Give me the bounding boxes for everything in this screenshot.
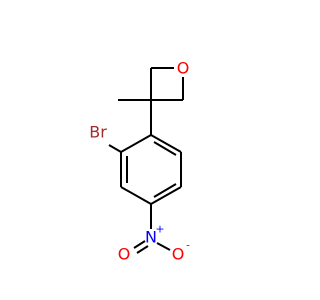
structure-diagram: O Br N + O O - (89, 59, 190, 264)
bond-ring-c1-c6 (150, 134, 182, 153)
bond-n-o-right (156, 242, 171, 251)
atom-bromine: Br (89, 123, 107, 142)
atom-nitro-oxygen-left: O (118, 245, 131, 264)
atom-nitro-nitrogen: N (145, 228, 157, 247)
bond-ring-inner-c5-c4 (153, 183, 177, 198)
bond-ring-c2-c1 (120, 134, 152, 153)
atom-oxetane-oxygen: O (177, 59, 190, 78)
bond-n-o-left-a (133, 240, 146, 249)
atom-nitro-oxygen-right: O (172, 245, 185, 264)
charge-oxygen-minus: - (186, 239, 190, 252)
bond-ring-c4-c3 (120, 186, 152, 205)
bond-n-o-left-b (136, 245, 149, 254)
bond-ring-inner-c1-c6 (153, 141, 177, 156)
charge-nitrogen-plus: + (155, 223, 164, 236)
bond-c-br (108, 144, 122, 153)
bond-ring-c5-c4 (150, 186, 182, 205)
